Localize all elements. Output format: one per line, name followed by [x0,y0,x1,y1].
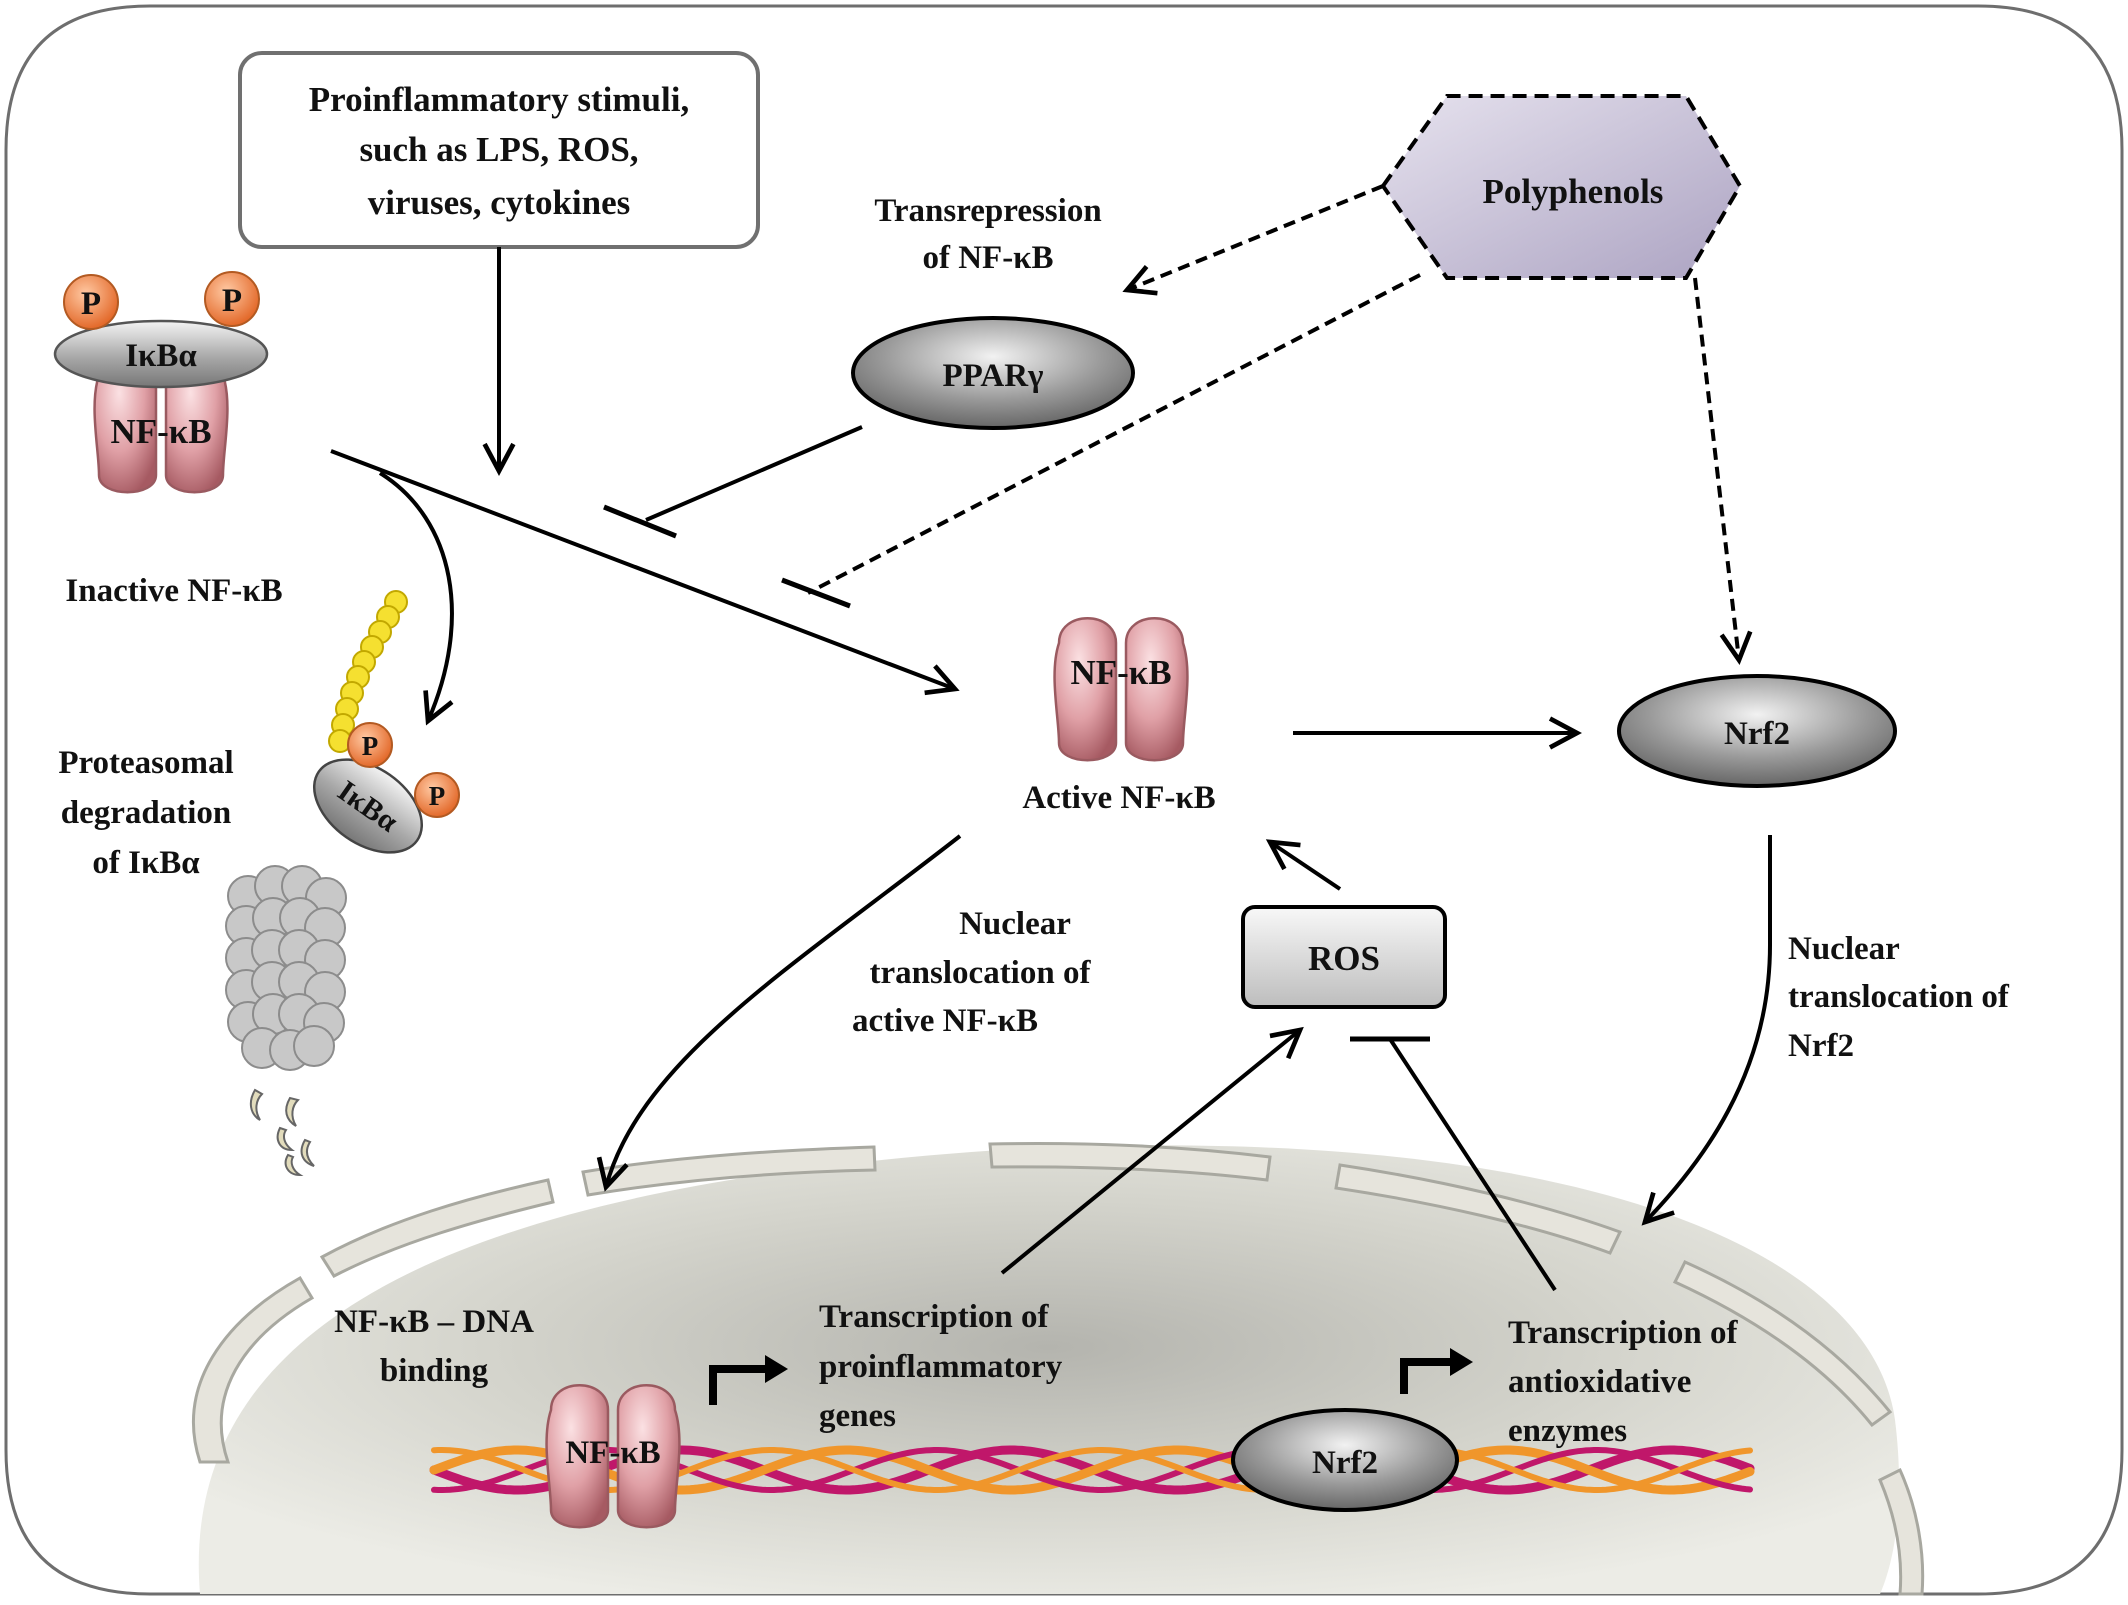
nfkb-dna-bound: NF-κB [545,1384,681,1529]
ubiquitin-chain [328,590,408,753]
ros-activation-arrow [1265,839,1342,891]
stimuli-line-1: Proinflammatory stimuli, [309,80,689,119]
ikba-protein [53,319,269,389]
ppar-gamma-node: PPARγ [851,316,1135,430]
stimuli-line-2: such as LPS, ROS, [359,130,638,169]
active-nfkb-caption: Active NF-κB [1022,780,1215,816]
proinflammatory-to-ros-arrow [1000,1026,1304,1275]
transcription-proinflammatory-line-2: proinflammatory [819,1349,1063,1385]
phosphate-marker [204,271,260,327]
phosphate-label: P [362,731,379,761]
polyphenol-to-nrf2-arrow [1693,277,1753,665]
antioxidant-inhibition-line [1388,1037,1557,1292]
active-nfkb-complex: NF-κB [1053,617,1189,762]
degraded-ikba: P P IκBα [312,722,460,854]
degradation-line-2: degradation [61,795,232,831]
polyphenol-inhibition-bar [781,577,851,609]
phosphate-marker [347,722,393,768]
transrepression-line-1: Transrepression [874,193,1101,229]
ppar-inhibition-line [645,425,863,522]
nfkb-translocation-line-3: active NF-κB [852,1003,1038,1039]
ikba-label: IκBα [125,338,197,374]
nuclear-envelope [192,1142,1925,1596]
degradation-line-3: of IκBα [92,845,200,881]
polyphenol-to-ppar-arrow [1122,184,1384,296]
phosphate-label: P [429,781,446,811]
degradation-line-1: Proteasomal [58,745,233,781]
transcription-antioxidative-line-2: antioxidative [1508,1364,1691,1400]
ros-label: ROS [1308,939,1380,978]
nfkb-translocation-line-2: translocation of [870,955,1092,991]
activation-arrow [330,449,960,696]
transrepression-line-2: of NF-κB [922,240,1053,276]
polyphenols-label: Polyphenols [1483,172,1664,211]
degradation-arrow [378,471,454,726]
inactive-nfkb-caption: Inactive NF-κB [65,573,282,609]
ppar-gamma-label: PPARγ [943,358,1044,394]
nfkb-label: NF-κB [110,412,211,451]
nrf2-translocation-line-2: translocation of [1788,979,2010,1015]
nrf2-dna-bound: Nrf2 [1231,1408,1459,1512]
nfkb-dna-bound-label: NF-κB [565,1435,660,1471]
phosphate-marker [414,772,460,818]
active-nfkb-label: NF-κB [1070,653,1171,692]
nfkb-translocation-line-1: Nuclear [959,906,1071,942]
transcription-start-arrow [709,1348,1473,1405]
phosphate-marker [63,274,119,330]
nrf2-label: Nrf2 [1724,716,1790,752]
phosphate-label: P [222,283,242,319]
nfkb-dna-binding-line-2: binding [380,1353,489,1389]
nfkb-nuclear-translocation-arrow [596,834,962,1192]
nrf2-nuclear-translocation-arrow [1641,835,1772,1226]
transcription-antioxidative-line-1: Transcription of [1508,1315,1738,1351]
transcription-proinflammatory-line-1: Transcription of [819,1299,1049,1335]
polyphenol-inhibition-line [807,273,1421,595]
inactive-nfkb-complex: P P IκBα NF-κB [53,271,269,494]
ros-box: ROS [1241,905,1447,1009]
nrf2-translocation-line-1: Nuclear [1788,931,1900,967]
nrf2-dna-bound-label: Nrf2 [1312,1445,1378,1481]
nrf2-translocation-line-3: Nrf2 [1788,1028,1854,1064]
stimuli-line-3: viruses, cytokines [368,183,631,222]
polyphenols-hexagon: Polyphenols [1380,94,1743,280]
pathway-arrows [330,247,1772,1292]
nfkb-dna-binding-line-1: NF-κB – DNA [334,1304,534,1340]
phosphate-label: P [81,286,101,322]
proinflammatory-stimuli-box: Proinflammatory stimuli, such as LPS, RO… [238,51,760,249]
ppar-inhibition-bar [603,504,677,539]
polyphenol-dashed-arrows [807,184,1753,665]
transcription-antioxidative-line-3: enzymes [1508,1413,1627,1449]
proteasome-icon [225,865,347,1071]
transcription-proinflammatory-line-3: genes [819,1398,896,1434]
nrf2-cytoplasmic-node: Nrf2 [1617,674,1897,788]
peptide-fragments [249,1088,315,1177]
